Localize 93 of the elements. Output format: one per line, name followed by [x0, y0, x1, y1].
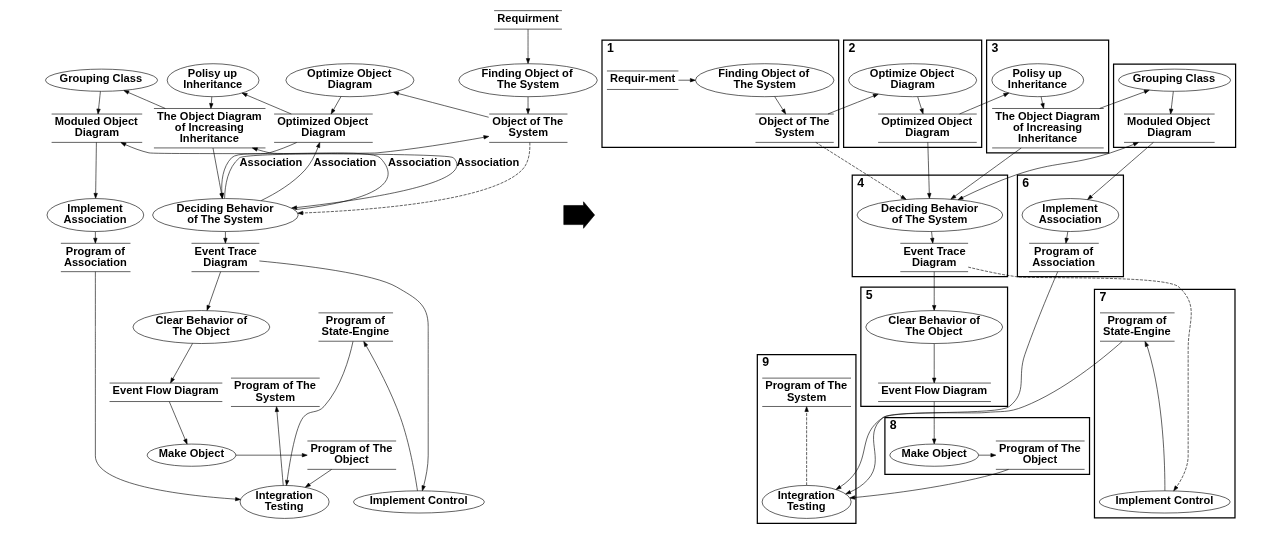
arrow — [958, 92, 1009, 115]
arrow — [773, 96, 786, 115]
node-ellipse: Grouping Class — [44, 68, 158, 92]
arrow — [677, 78, 696, 83]
node-text: Requirment — [496, 11, 559, 24]
arrow — [1144, 341, 1165, 492]
node-text: Moduled Object Diagram — [54, 115, 138, 139]
node-text: Object of The System — [491, 115, 563, 139]
node-text: Event Trace Diagram — [194, 244, 257, 268]
arrow — [96, 91, 101, 115]
arrow — [967, 266, 1192, 492]
arrow — [120, 142, 457, 210]
node-ellipse: Make Object — [889, 443, 979, 467]
arrow — [219, 142, 297, 199]
arrow — [804, 406, 809, 486]
arrow — [392, 91, 489, 118]
edge-label: Association — [456, 156, 519, 169]
arrow — [260, 142, 320, 201]
arrow — [92, 231, 97, 244]
arrow — [123, 90, 166, 109]
arrow — [977, 453, 996, 458]
node-ellipse: Deciding Behavior of The System — [856, 198, 1003, 232]
arrow — [93, 142, 98, 199]
arrow — [362, 341, 418, 492]
node-text: Program of The Object — [998, 442, 1081, 466]
arrow — [284, 341, 353, 486]
arrow — [931, 343, 936, 384]
arrow — [169, 343, 193, 384]
edge-label: Association — [387, 156, 451, 169]
node-ellipse: Make Object — [146, 443, 236, 467]
arrow — [931, 401, 936, 445]
arrow — [1064, 231, 1069, 244]
node-text: Program of State-Engine — [321, 314, 389, 338]
node-text: Event Flow Diagram — [880, 384, 987, 397]
node-ellipse: Implement Control — [1098, 490, 1230, 514]
node-ellipse: Implement Association — [1021, 198, 1119, 232]
node-ellipse: Clear Behavior of The Object — [864, 310, 1003, 344]
arrow — [222, 231, 227, 244]
node-ellipse: Finding Object of The System — [694, 63, 834, 97]
node-text: Program of Association — [63, 244, 127, 268]
node-text: Requir-ment — [609, 72, 675, 85]
arrow — [251, 147, 388, 210]
arrow — [206, 271, 221, 311]
arrow — [1086, 142, 1154, 200]
node-text: The Object Diagram of Increasing Inheritance — [156, 109, 262, 145]
node-text: Optimized Object Diagram — [276, 115, 368, 139]
arrow — [931, 271, 936, 311]
arrow — [525, 28, 530, 64]
arrow — [835, 271, 1058, 490]
arrow — [815, 142, 906, 200]
arrow — [208, 96, 213, 109]
arrow — [849, 469, 1009, 500]
node-text: Event Trace Diagram — [902, 244, 966, 268]
node-text: Optimized Object Diagram — [880, 115, 972, 139]
arrow — [957, 142, 1139, 201]
arrow — [1040, 96, 1045, 109]
node-text: Program of Association — [1031, 244, 1095, 268]
arrow — [212, 147, 223, 199]
arrow — [223, 135, 489, 199]
arrow — [950, 147, 1021, 200]
node-ellipse: Implement Control — [352, 490, 485, 514]
node-text: Program of The Object — [309, 442, 392, 466]
arrow — [241, 92, 292, 115]
node-text: Moduled Object Diagram — [1126, 115, 1210, 139]
arrow — [168, 401, 187, 445]
node-text: Program of The System — [764, 379, 847, 403]
node-text: Object of The System — [758, 115, 829, 139]
edge-label: Association — [239, 156, 302, 169]
node-ellipse: Integration Testing — [239, 485, 329, 519]
node-arrow — [563, 201, 595, 229]
arrow — [929, 231, 934, 244]
arrow — [304, 469, 332, 488]
node-text: Event Flow Diagram — [112, 384, 219, 397]
node-text: Program of The System — [233, 379, 316, 403]
node-ellipse: Finding Object of The System — [458, 63, 598, 97]
arrow — [1098, 89, 1149, 109]
arrow — [844, 341, 1123, 495]
node-text: The Object Diagram of Increasing Inheritance — [994, 109, 1100, 145]
arrow — [94, 271, 241, 502]
arrow — [330, 96, 341, 115]
node-text: Program of State-Engine — [1102, 314, 1171, 338]
arrow — [235, 453, 307, 458]
arrow — [258, 260, 428, 492]
arrow — [1168, 91, 1174, 115]
arrow — [916, 96, 924, 115]
edge-label: Association — [313, 156, 376, 169]
arrow — [926, 142, 931, 199]
arrow — [297, 142, 530, 215]
node-ellipse: Clear Behavior of The Object — [132, 310, 270, 344]
arrow — [274, 406, 283, 486]
arrow — [525, 96, 530, 115]
node-ellipse: Implement Association — [46, 198, 144, 232]
arrow — [827, 93, 878, 115]
